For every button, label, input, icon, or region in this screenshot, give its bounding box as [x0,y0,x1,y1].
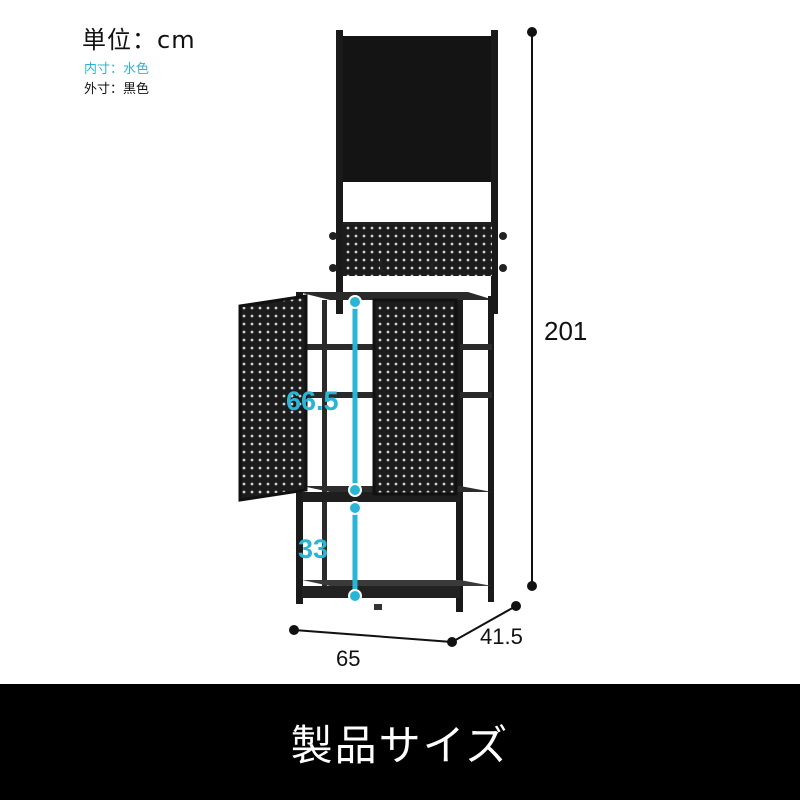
legend-outer: 外寸：黒色 [84,82,150,97]
footer-label: 製品サイズ [290,721,510,770]
dimension-depth: 41.5 [480,624,523,649]
left-door [238,294,308,502]
upper-pegboard [329,222,507,276]
dimension-inner-lower: 33 [298,534,329,564]
right-door [372,298,458,496]
dimension-inner-upper: 66.5 [286,386,339,416]
inner-dimension-lines [348,295,362,603]
top-board [336,30,498,314]
unit-label: 単位：cm [82,26,196,54]
legend-inner: 内寸：水色 [84,62,150,77]
dimension-height: 201 [544,316,588,346]
dimension-width: 65 [336,646,361,671]
footer-bar: 製品サイズ [0,684,800,800]
shelf-diagram [238,27,537,647]
outer-dimension-lines [289,27,537,647]
